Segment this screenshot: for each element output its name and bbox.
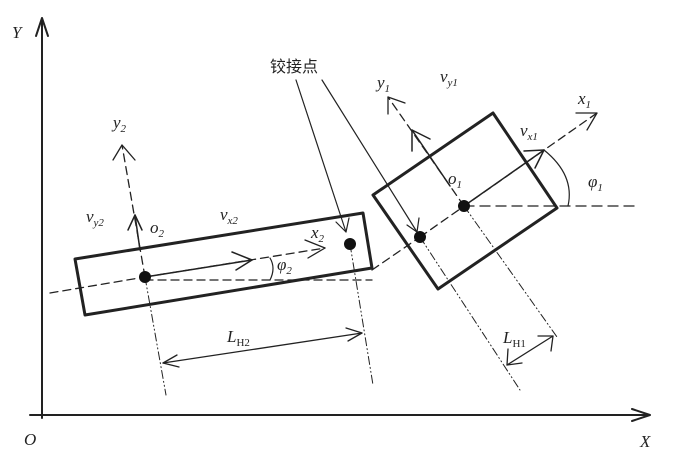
lh1-arrow-upper <box>537 335 554 352</box>
body1-vy-label: vy1 <box>440 67 458 89</box>
y-axis-label: Y <box>12 23 23 42</box>
x-axis-label: X <box>639 432 651 451</box>
body1-length-label: LH1 <box>502 328 526 350</box>
body1-vy-arrow <box>411 129 431 152</box>
body2-y-arrow <box>112 144 136 161</box>
body2-y-axis <box>121 144 146 278</box>
lh2-dimension-line <box>162 332 363 364</box>
body2-vy-arrow <box>127 214 143 231</box>
body1-vy-vector <box>411 129 451 187</box>
body2-angle-arc <box>269 257 274 281</box>
body1-origin-label: o1 <box>448 169 462 191</box>
origin-label: O <box>24 430 36 449</box>
body2-centerline <box>49 276 146 294</box>
body2-vx-vector <box>144 259 253 278</box>
lh2-arrow-left <box>162 354 180 368</box>
body2-origin-label: o2 <box>150 218 165 240</box>
body2-vy-vector <box>134 214 141 251</box>
body2-vx-label: vx2 <box>220 205 238 227</box>
joint-point-body2 <box>344 238 356 250</box>
lh2-arrow-right <box>345 327 363 342</box>
joint-leader-2 <box>321 79 418 233</box>
body1-y-arrow <box>387 96 406 115</box>
body1-x-arrow <box>575 112 598 131</box>
body1-origin-point <box>458 200 470 212</box>
y-axis-arrow <box>35 17 49 37</box>
body1-vx-label: vx1 <box>520 121 538 143</box>
body1-angle-label: φ1 <box>588 172 603 194</box>
body1-x-axis-label: x1 <box>577 89 591 111</box>
body1-angle-arc <box>543 149 570 207</box>
body2-length-label: LH2 <box>226 327 250 349</box>
joint-leader-1-arrow <box>335 217 350 233</box>
body2-angle-label: φ2 <box>277 255 292 277</box>
x-axis-arrow <box>631 408 651 422</box>
joint-leader-1 <box>295 79 347 233</box>
body2-x-arrow <box>304 239 326 259</box>
body2-dashdot-joint <box>349 243 374 386</box>
body1-dashdot-joint <box>419 236 521 391</box>
body1-rectangle <box>371 111 559 291</box>
body2-origin-point <box>139 271 151 283</box>
body2-vx-arrow <box>231 251 253 271</box>
body2-x-axis-label: x2 <box>310 223 325 245</box>
body2-y-axis-label: y2 <box>111 113 127 135</box>
body1-dashdot-o1 <box>463 205 558 338</box>
body1-y-axis-label: y1 <box>375 73 390 95</box>
lh1-arrow-lower <box>506 348 523 366</box>
body2-rectangle <box>73 211 374 317</box>
joint-label: 铰接点 <box>270 57 318 76</box>
joint-point-body1 <box>414 231 426 243</box>
lh1-dimension-line <box>506 335 554 366</box>
body1-vx-vector <box>463 149 545 207</box>
body2-vy-label: vy2 <box>86 207 104 229</box>
hitch-line <box>371 236 421 271</box>
body2-dashdot-o2 <box>144 276 167 396</box>
